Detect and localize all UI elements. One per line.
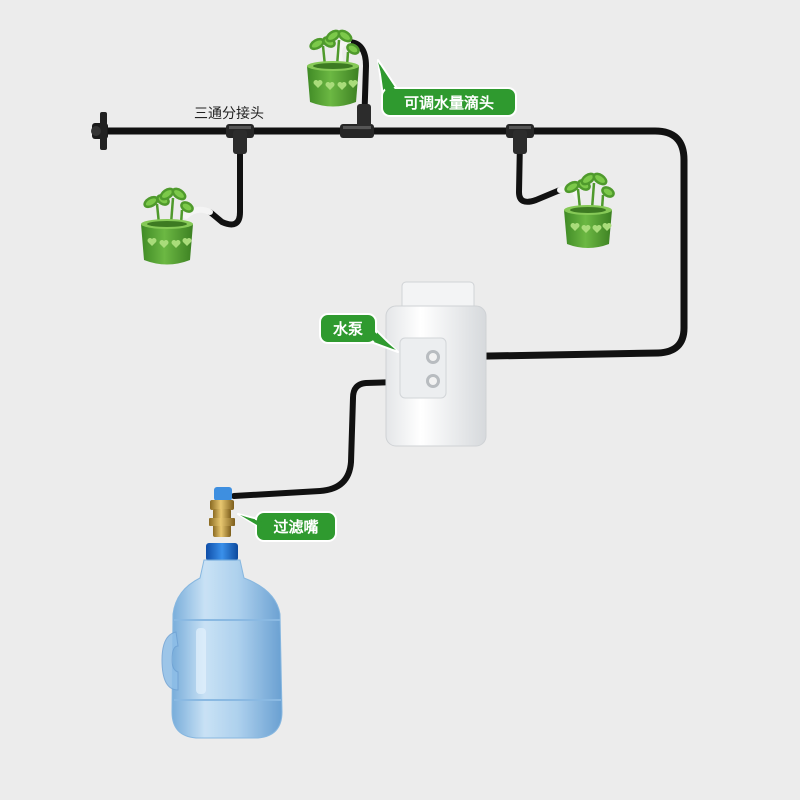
adjustable-dripper-label: 可调水量滴头 [404, 94, 494, 112]
sprout-icon [143, 187, 194, 225]
water-pump [385, 281, 487, 447]
tee-connector-right [506, 124, 534, 154]
top-drip-pipe [345, 39, 369, 131]
bottle-cap [206, 543, 238, 561]
filter-label: 过滤嘴 [273, 518, 318, 536]
tee-connector-left [226, 124, 254, 154]
water-pump-label: 水泵 [333, 320, 363, 338]
heart-icon [570, 223, 612, 233]
left-drip-pipe [207, 137, 243, 228]
left-dripper-tube [183, 206, 213, 219]
pipe-end-cap [91, 112, 108, 150]
tee-connector-label: 三通分接头 [194, 105, 264, 122]
water-bottle [161, 543, 283, 739]
heart-icon [147, 238, 192, 248]
pipe-network [100, 39, 688, 499]
filter-nozzle [209, 487, 235, 537]
heart-icon [313, 80, 358, 90]
tee-connector-center [340, 104, 374, 138]
plant-pot-right [564, 172, 615, 248]
sprout-icon [309, 29, 360, 67]
suction-pipe [231, 378, 437, 499]
pump-outlet [426, 350, 440, 364]
pump-inlet [426, 374, 440, 388]
water-pump-callout: 水泵 [319, 313, 399, 353]
main-supply-pipe [100, 127, 688, 361]
sprout-icon [564, 172, 615, 210]
adjustable-dripper-callout: 可调水量滴头 [377, 59, 517, 117]
top-dripper-tube [336, 39, 351, 63]
plant-pot-top [307, 29, 360, 107]
plant-pot-left [141, 187, 194, 265]
filter-callout: 过滤嘴 [237, 511, 337, 542]
right-drip-pipe [516, 137, 563, 205]
bottle-body [171, 559, 283, 739]
